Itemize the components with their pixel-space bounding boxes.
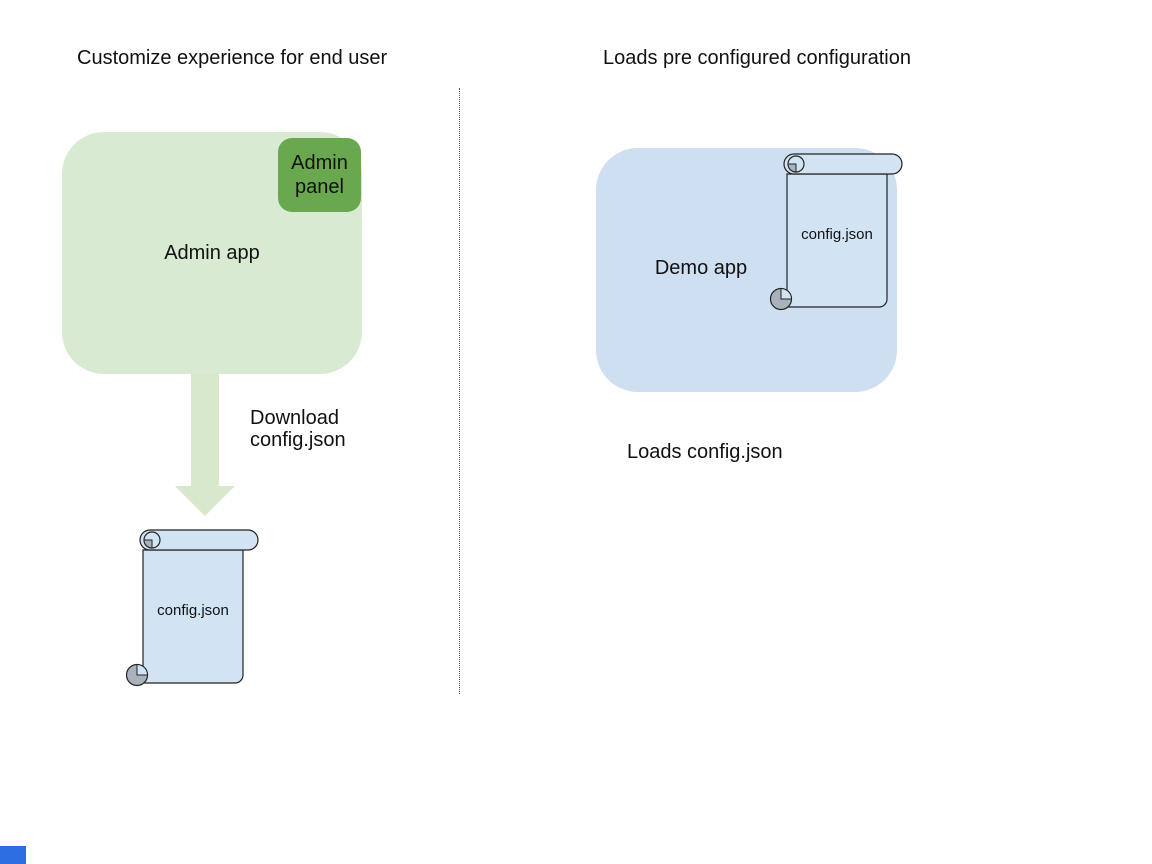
download-config-label: Download config.json: [250, 407, 346, 451]
config-json-label-left: config.json: [157, 602, 229, 619]
scroll-top-curl-shade: [787, 163, 797, 173]
scroll-shape-icon: [769, 153, 903, 311]
download-arrow-icon[interactable]: [175, 374, 235, 517]
scroll-shape-icon: [125, 529, 259, 687]
down-arrow-shape: [175, 374, 235, 516]
scroll-bottom-curl-notch: [780, 287, 793, 300]
loads-config-caption: Loads config.json: [627, 441, 783, 463]
scroll-body: [142, 549, 244, 684]
section-divider-dotted-line: [459, 88, 460, 694]
right-section-title: Loads pre configured configuration: [603, 47, 911, 69]
admin-app-label: Admin app: [164, 241, 260, 264]
scroll-top-roll: [139, 529, 259, 551]
demo-app-label: Demo app: [654, 257, 748, 279]
scroll-bottom-curl-notch: [136, 663, 149, 676]
config-json-scroll-right[interactable]: config.json: [769, 153, 904, 311]
scroll-body: [786, 173, 888, 308]
admin-panel-label: Admin panel: [291, 152, 348, 198]
left-section-title: Customize experience for end user: [77, 47, 388, 69]
scroll-top-curl-shade: [143, 539, 153, 549]
admin-panel-box[interactable]: Admin panel: [278, 138, 361, 212]
config-json-label-right: config.json: [801, 226, 873, 243]
corner-blue-square: [0, 846, 26, 864]
config-json-scroll-left[interactable]: config.json: [125, 529, 260, 687]
scroll-top-roll: [783, 153, 903, 175]
